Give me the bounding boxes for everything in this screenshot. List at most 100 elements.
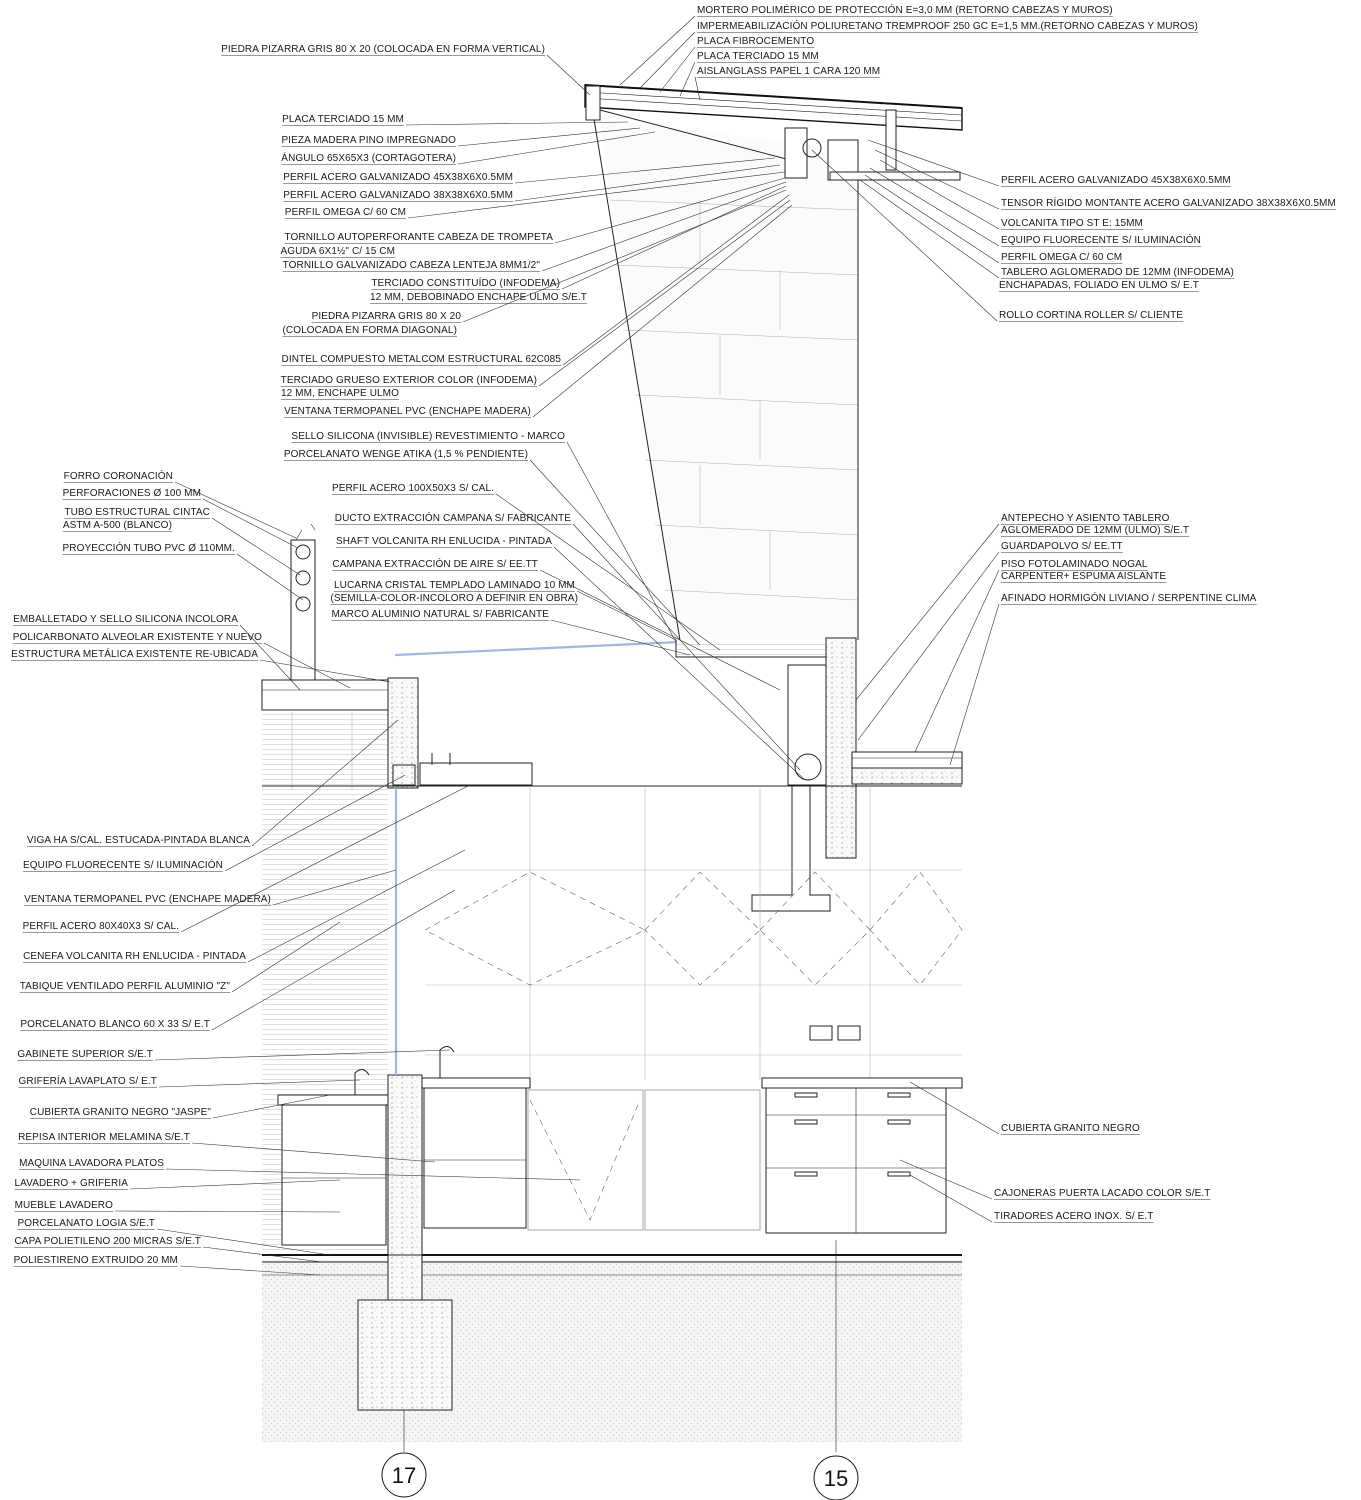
- annotation-label: PERFIL OMEGA C/ 60 CM: [1001, 252, 1122, 263]
- annotation-label: AGUDA 6X1½" C/ 15 CM: [281, 246, 395, 257]
- annotation-label: FORRO CORONACIÓN: [64, 469, 173, 482]
- annotation-label: ANTEPECHO Y ASIENTO TABLERO: [1001, 513, 1170, 524]
- annotation-label: TABLERO AGLOMERADO DE 12MM (INFODEMA): [1001, 267, 1234, 278]
- annotation-label: PORCELANATO LOGIA S/E.T: [17, 1218, 155, 1229]
- leader-line: [619, 15, 696, 86]
- ground-section: [262, 1239, 962, 1442]
- leader-line: [236, 553, 304, 601]
- annotation-label: CAJONERAS PUERTA LACADO COLOR S/E.T: [994, 1188, 1211, 1199]
- annotation-label: PERFIL ACERO 100X50X3 S/ CAL.: [332, 483, 494, 494]
- annotation-label: ESTRUCTURA METÁLICA EXISTENTE RE-UBICADA: [11, 647, 258, 660]
- annotation-label: EQUIPO FLUORECENTE S/ ILUMINACIÓN: [1001, 233, 1201, 246]
- leader-line: [263, 642, 351, 689]
- annotation-label: EQUIPO FLUORECENTE S/ ILUMINACIÓN: [23, 858, 223, 871]
- annotation-label: PROYECCIÓN TUBO PVC Ø 110MM.: [63, 541, 235, 554]
- annotation-label: CARPENTER+ ESPUMA AISLANTE: [1001, 571, 1166, 582]
- axis-label-17: 17: [392, 1463, 416, 1488]
- annotation-label: GABINETE SUPERIOR S/E.T: [17, 1049, 153, 1060]
- annotation-label: CUBIERTA GRANITO NEGRO "JASPE": [30, 1107, 212, 1118]
- annotation-label: AISLANGLASS PAPEL 1 CARA 120 MM: [697, 66, 880, 77]
- annotation-label: PORCELANATO BLANCO 60 X 33 S/ E.T: [20, 1019, 210, 1030]
- leader-line: [129, 1179, 341, 1190]
- leader-line: [514, 157, 776, 184]
- leader-line: [855, 523, 1000, 701]
- annotation-label: MARCO ALUMINIO NATURAL S/ FABRICANTE: [331, 609, 549, 620]
- annotation-label: TIRADORES ACERO INOX. S/ E.T: [994, 1211, 1154, 1222]
- leader-line: [561, 185, 787, 290]
- leader-line: [179, 1265, 321, 1276]
- leader-line: [154, 1049, 451, 1061]
- annotation-label: GUARDAPOLVO S/ EE.TT: [1001, 541, 1123, 552]
- concrete-beam-axis-17: [387, 677, 423, 1256]
- annotation-label: VENTANA TERMOPANEL PVC (ENCHAPE MADERA): [24, 894, 271, 905]
- leader-line: [158, 1079, 361, 1088]
- leader-line: [867, 139, 1000, 187]
- leader-line: [259, 659, 391, 683]
- leader-line: [529, 459, 701, 646]
- annotation-label: TENSOR RÍGIDO MONTANTE ACERO GALVANIZADO…: [1001, 196, 1336, 209]
- leader-line: [562, 194, 790, 366]
- leader-line: [180, 784, 471, 933]
- leader-line: [909, 1081, 1000, 1135]
- annotation-label: PIEZA MADERA PINO IMPREGNADO: [282, 135, 457, 146]
- leader-line: [174, 481, 297, 539]
- leader-line: [457, 127, 641, 147]
- leader-line: [212, 1094, 331, 1119]
- leader-line: [572, 523, 801, 771]
- leader-line: [156, 1228, 331, 1256]
- annotation-label: TERCIADO CONSTITUÍDO (INFODEMA): [371, 276, 560, 289]
- axis-label-15: 15: [824, 1466, 848, 1491]
- annotation-label: AGLOMERADO DE 12MM (ULMO) S/E.T: [1001, 525, 1189, 536]
- leader-line: [576, 590, 677, 641]
- leader-line: [191, 1142, 436, 1163]
- annotation-label: ASTM A-500 (BLANCO): [63, 520, 172, 531]
- annotation-label: EMBALLETADO Y SELLO SILICONA INCOLORA: [13, 614, 238, 625]
- roof-assembly: [584, 84, 963, 181]
- annotation-label: DINTEL COMPUESTO METALCOM ESTRUCTURAL 62…: [282, 354, 562, 365]
- leader-line: [811, 149, 998, 322]
- annotation-label: PERFIL OMEGA C/ 60 CM: [285, 207, 406, 218]
- annotation-label: PERFIL ACERO GALVANIZADO 38X38X6X0.5MM: [283, 190, 513, 201]
- leader-line: [202, 498, 299, 549]
- annotation-label: PIEDRA PIZARRA GRIS 80 X 20: [312, 311, 462, 322]
- leader-line: [202, 1246, 323, 1263]
- leader-line: [550, 619, 691, 656]
- annotation-label: POLICARBONATO ALVEOLAR EXISTENTE Y NUEVO: [13, 632, 262, 643]
- leader-line: [114, 1210, 341, 1213]
- annotation-label: VIGA HA S/CAL. ESTUCADA-PINTADA BLANCA: [27, 835, 250, 846]
- leader-line: [679, 61, 696, 97]
- leader-line: [247, 849, 466, 963]
- leader-line: [899, 1159, 993, 1200]
- annotation-label: TABIQUE VENTILADO PERFIL ALUMINIO "Z": [20, 981, 231, 992]
- leader-line: [859, 179, 1000, 279]
- annotation-label: TORNILLO GALVANIZADO CABEZA LENTEJA 8MM1…: [283, 260, 541, 271]
- annotation-label: ENCHAPADAS, FOLIADO EN ULMO S/ E.T: [999, 280, 1199, 291]
- leader-line: [251, 719, 399, 847]
- upper-floor-slab: [751, 637, 963, 912]
- annotation-label: PLACA TERCIADO 15 MM: [697, 51, 819, 62]
- leader-line: [554, 177, 786, 244]
- annotation-label: VOLCANITA TIPO ST E: 15MM: [1001, 218, 1143, 229]
- annotation-label: (SEMILLA-COLOR-INCOLORO A DEFINIR EN OBR…: [330, 593, 578, 604]
- annotation-label: AFINADO HORMIGÓN LIVIANO / SERPENTINE CL…: [1001, 591, 1257, 604]
- annotation-label: PIEDRA PIZARRA GRIS 80 X 20 (COLOCADA EN…: [221, 44, 545, 55]
- leader-line: [874, 149, 1000, 210]
- leader-line: [239, 624, 301, 691]
- leader-line: [546, 54, 591, 96]
- leader-line: [514, 164, 781, 202]
- annotation-label: MAQUINA LAVADORA PLATOS: [19, 1158, 164, 1169]
- annotation-label: POLIESTIRENO EXTRUIDO 20 MM: [14, 1255, 178, 1266]
- leader-line: [541, 181, 787, 272]
- leader-line: [553, 546, 806, 781]
- annotation-label: TORNILLO AUTOPERFORANTE CABEZA DE TROMPE…: [284, 232, 553, 243]
- leader-line: [639, 31, 696, 89]
- annotation-label: REPISA INTERIOR MELAMINA S/E.T: [18, 1132, 190, 1143]
- annotations: MORTERO POLIMÉRICO DE PROTECCIÓN E=3,0 M…: [11, 3, 1336, 1276]
- leader-line: [914, 569, 1000, 753]
- annotation-label: CAPA POLIETILENO 200 MICRAS S/E.T: [14, 1236, 201, 1247]
- leader-line: [407, 171, 786, 219]
- leader-line: [864, 174, 1000, 264]
- leader-line: [211, 889, 456, 1031]
- leader-line: [694, 76, 701, 101]
